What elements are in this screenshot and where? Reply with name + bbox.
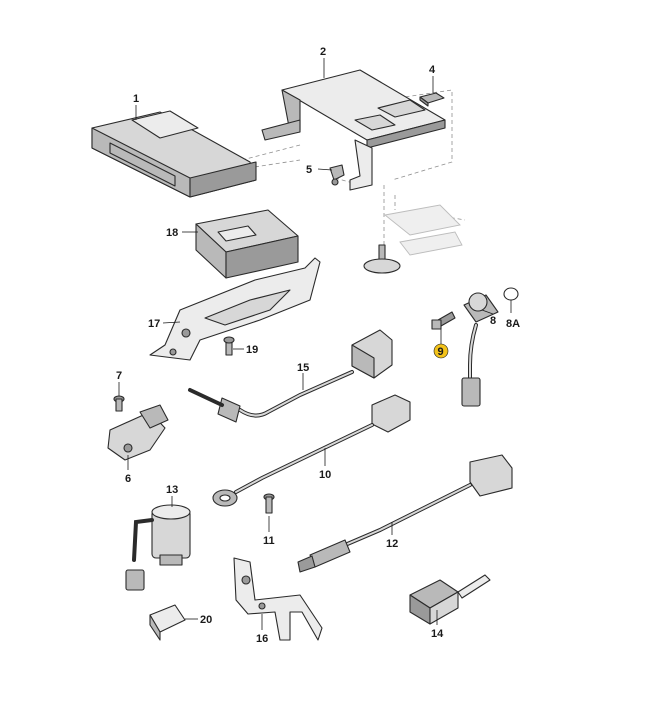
part-2-bracket-tray[interactable] xyxy=(261,69,446,191)
part-16-bracket[interactable] xyxy=(233,557,323,641)
part-8-sensor[interactable] xyxy=(461,292,499,407)
callout-20: 20 xyxy=(200,614,212,626)
part-13-cylinder[interactable] xyxy=(125,504,191,591)
callout-2: 2 xyxy=(320,46,326,58)
callout-7: 7 xyxy=(116,370,122,382)
callout-10: 10 xyxy=(319,469,331,481)
ghost-clip xyxy=(383,204,463,256)
part-9-bolt[interactable] xyxy=(431,311,456,330)
part-15-sensor[interactable] xyxy=(188,329,393,423)
callout-6: 6 xyxy=(125,473,131,485)
callout-16: 16 xyxy=(256,633,268,645)
callout-18: 18 xyxy=(166,227,178,239)
part-19-screw[interactable] xyxy=(223,336,235,356)
part-17-bracket-frame[interactable] xyxy=(149,257,321,361)
callout-14: 14 xyxy=(431,628,444,640)
part-7-screw[interactable] xyxy=(113,395,125,412)
callout-5: 5 xyxy=(306,164,312,176)
part-18-module[interactable] xyxy=(195,209,299,279)
leader-lines xyxy=(118,58,512,630)
part-4-pad[interactable] xyxy=(419,92,445,107)
callout-labels: 1 2 4 5 18 8 8A 9 17 19 15 7 6 10 13 11 … xyxy=(116,46,520,645)
callout-19: 19 xyxy=(246,344,258,356)
callout-9-badge: 9 xyxy=(433,343,449,359)
callout-15: 15 xyxy=(297,362,309,374)
callout-12: 12 xyxy=(386,538,398,550)
callout-9: 9 xyxy=(438,346,444,358)
part-6-sensor[interactable] xyxy=(107,404,169,461)
callout-13: 13 xyxy=(166,484,178,496)
part-5-clip[interactable] xyxy=(329,164,345,186)
part-14-switch[interactable] xyxy=(409,574,491,625)
part-10-sensor[interactable] xyxy=(212,394,411,507)
callout-8: 8 xyxy=(490,315,496,327)
part-20-clip[interactable] xyxy=(149,604,186,641)
callout-8A: 8A xyxy=(506,318,520,330)
part-11-screw[interactable] xyxy=(263,493,275,514)
part-1-control-unit[interactable] xyxy=(91,110,257,198)
callout-17: 17 xyxy=(148,318,160,330)
callout-11: 11 xyxy=(263,535,275,547)
callout-1: 1 xyxy=(133,93,139,105)
bolt-lower xyxy=(363,244,401,274)
part-8A-seal-ring[interactable] xyxy=(503,287,519,301)
callout-4: 4 xyxy=(429,64,436,76)
part-12-probe[interactable] xyxy=(297,454,513,573)
